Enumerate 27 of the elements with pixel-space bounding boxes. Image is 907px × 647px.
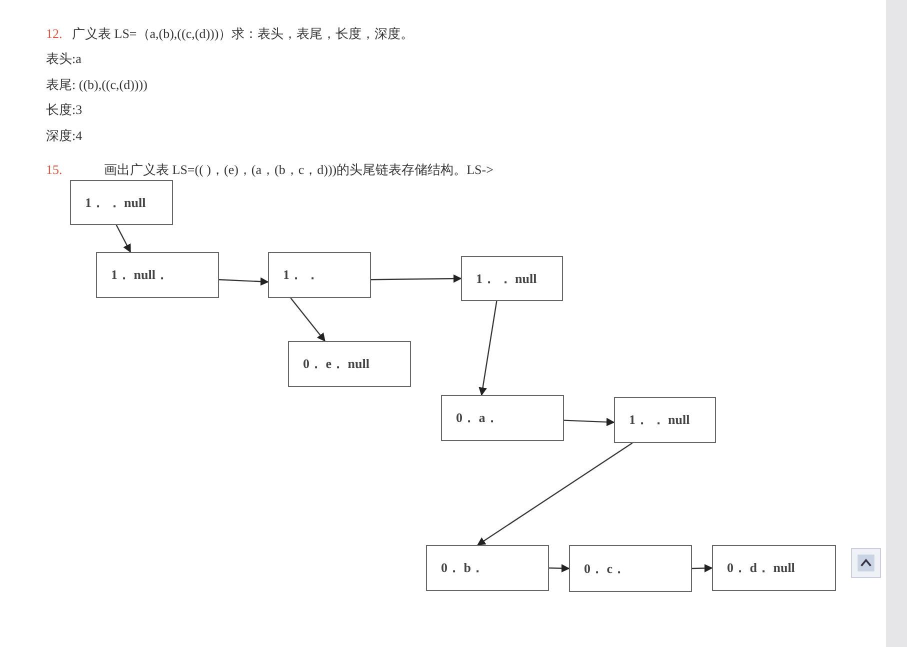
pointer-arrow <box>476 442 633 546</box>
list-node-box: 0． c． <box>569 545 692 592</box>
text-line: 表头:a <box>46 51 82 67</box>
list-node-box: 0． e． null <box>288 341 411 387</box>
list-node-box: 0． a． <box>441 395 564 441</box>
text-line: 广义表 LS=（a,(b),((c,(d)))）求：表头，表尾，长度，深度。 <box>72 26 414 42</box>
text-line: 深度:4 <box>46 128 82 144</box>
list-node-box: 1． ． null <box>461 256 563 301</box>
question-number: 12. <box>46 26 62 42</box>
list-node-box: 1． ． null <box>70 180 173 225</box>
pointer-arrow <box>371 274 462 283</box>
question-number: 15. <box>46 162 62 178</box>
text-line: 长度:3 <box>46 102 82 118</box>
pointer-arrow <box>116 224 131 253</box>
pointer-arrow <box>478 300 498 396</box>
pointer-arrow <box>548 564 570 572</box>
text-line: 画出广义表 LS=(( )，(e)，(a，(b，c，d)))的头尾链表存储结构。LS-> <box>104 162 494 178</box>
text-line: 表尾: ((b),((c,(d)))) <box>46 77 148 93</box>
list-node-box: 1． null． <box>96 252 219 298</box>
list-node-box: 1． ． null <box>614 397 716 443</box>
pointer-arrow <box>218 277 269 286</box>
pointer-arrow <box>692 564 713 572</box>
pointer-arrow <box>564 418 615 426</box>
list-node-box: 0． b． <box>426 545 549 591</box>
list-node-box: 1． ． <box>268 252 371 298</box>
pointer-arrow <box>290 298 326 342</box>
list-node-box: 0． d． null <box>712 545 836 591</box>
